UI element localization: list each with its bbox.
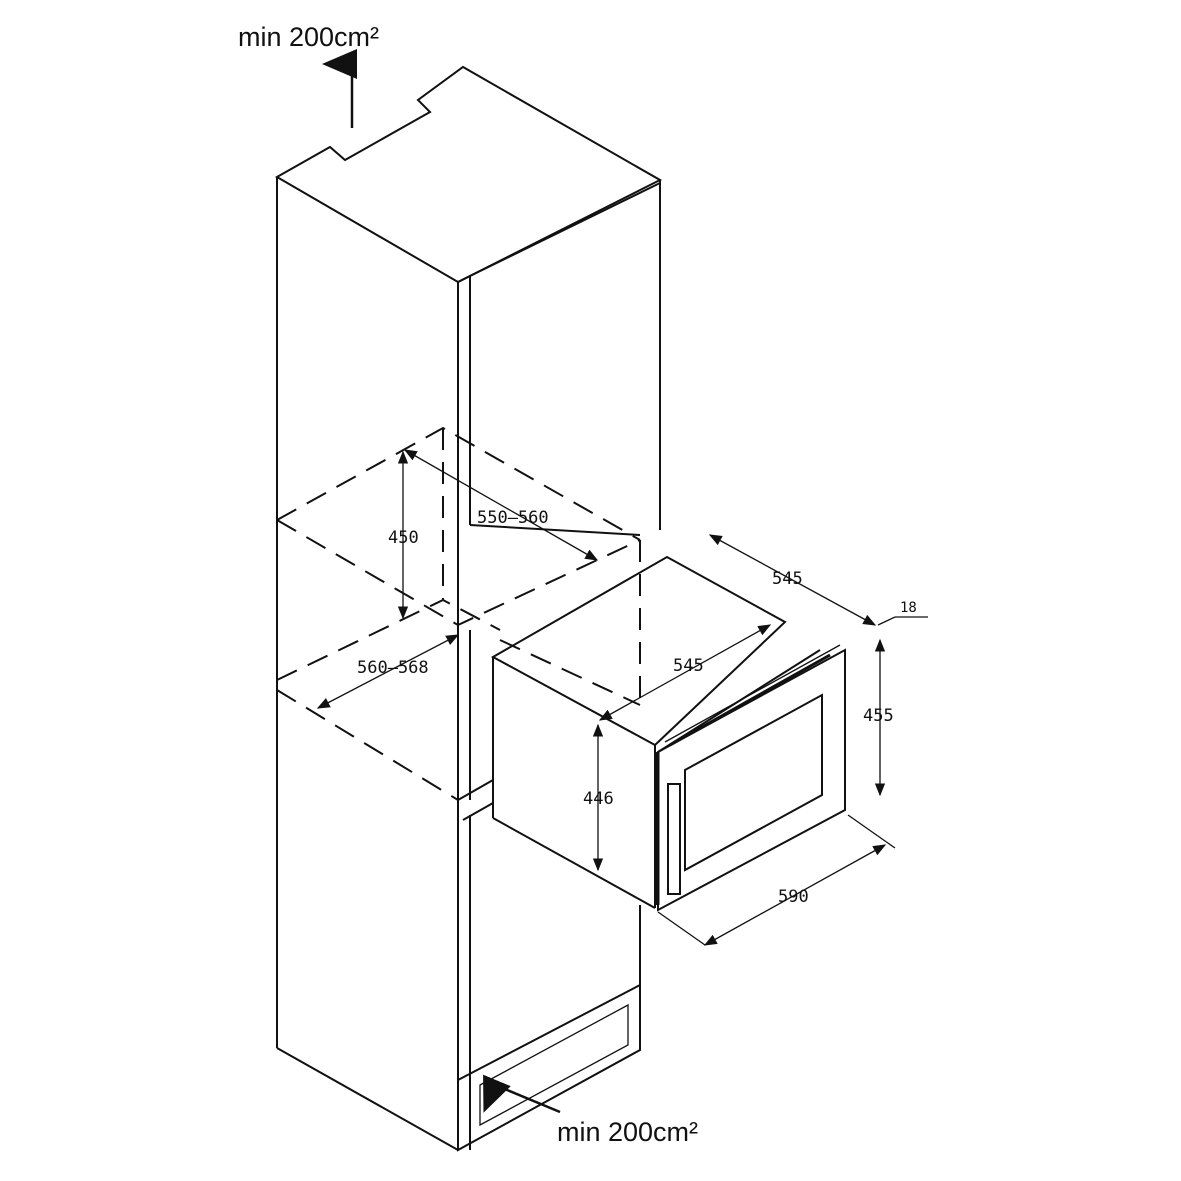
vent-top-label: min 200cm²: [238, 22, 379, 52]
tall-cabinet: [274, 65, 663, 1152]
body-height-label: 446: [583, 789, 614, 809]
door-height-label: 455: [863, 706, 894, 726]
vent-bottom-arrow-icon: [483, 1074, 561, 1114]
dimension-lines: [316, 449, 928, 946]
appliance: [490, 555, 846, 912]
appliance-depth-top-label: 545: [772, 569, 803, 589]
niche-width-label: 560–568: [357, 658, 429, 678]
door-width-label: 590: [778, 887, 809, 907]
vent-bottom-label: min 200cm²: [557, 1117, 698, 1147]
niche-height-label: 450: [388, 528, 419, 548]
door-thickness-label: 18: [900, 600, 917, 616]
niche-depth-label: 550–560: [477, 508, 549, 528]
appliance-depth-side-label: 545: [673, 656, 704, 676]
